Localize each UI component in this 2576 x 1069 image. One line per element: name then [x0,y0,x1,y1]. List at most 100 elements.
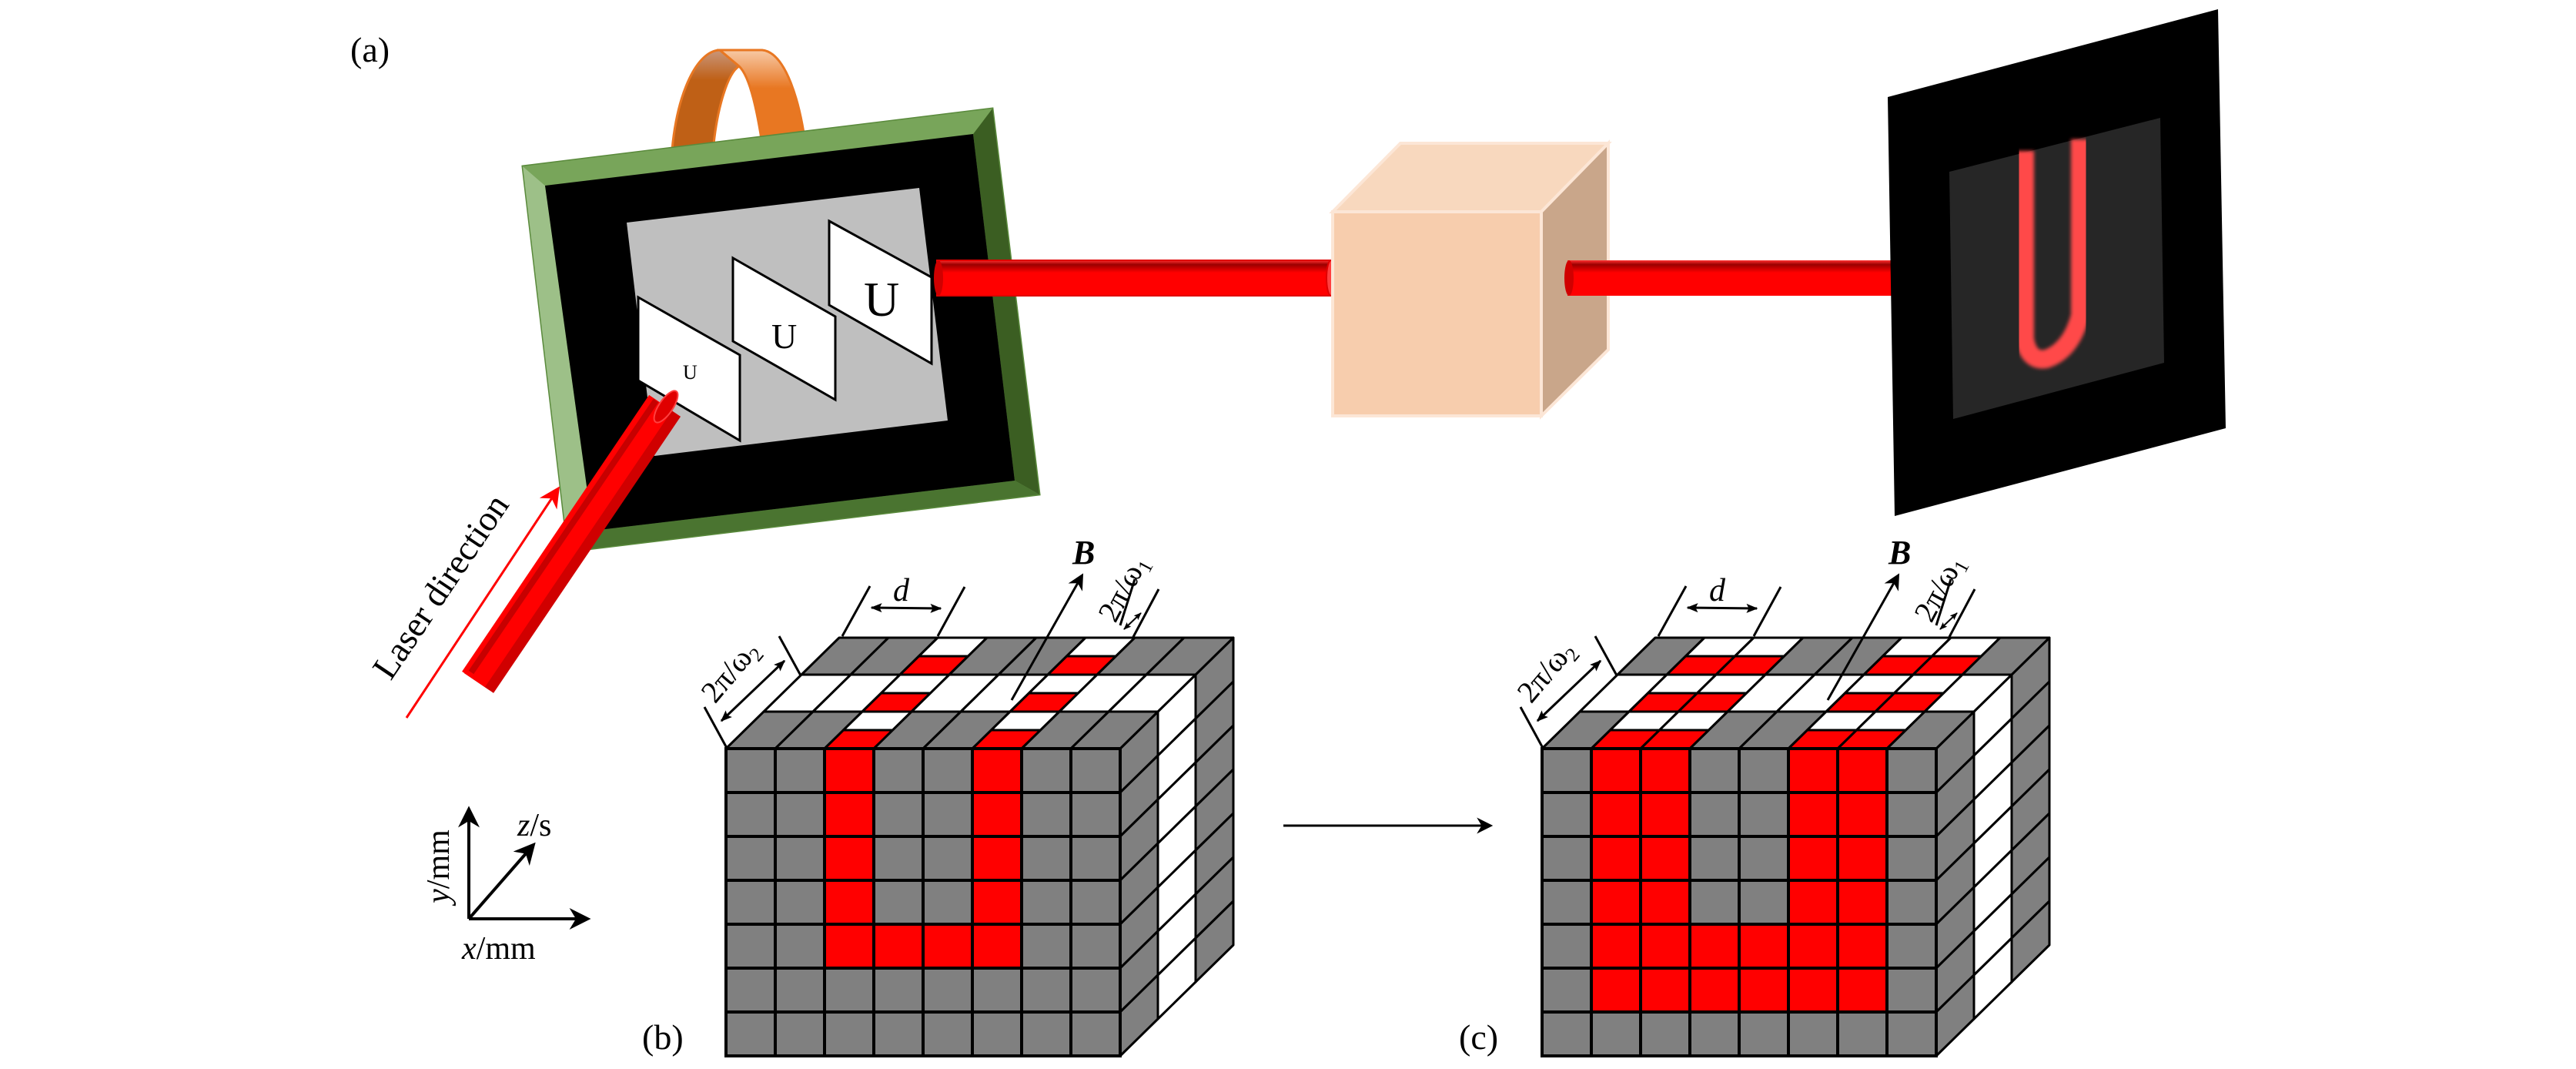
panel-label-a: (a) [350,30,390,69]
voxel-gray [971,1010,1023,1057]
laser-direction-arrow [405,486,560,719]
voxel-gray [1069,923,1122,970]
voxel-red [971,747,1023,794]
voxel-gray [724,923,777,970]
voxel-gray [922,791,974,838]
voxel-gray [1885,967,1938,1014]
x-axis-label: x/mm [461,931,536,967]
voxel-red [1639,835,1691,882]
voxel-gray [1069,747,1122,794]
voxel-gray [1738,879,1790,926]
voxel-gray [1020,879,1072,926]
voxel-gray [1541,879,1593,926]
voxel-gray [872,967,925,1014]
voxel-red [971,791,1023,838]
voxel-gray [1541,791,1593,838]
detection-screen [1888,9,2226,516]
beam-segment-1 [934,260,1337,297]
screen-display [1949,118,2164,419]
voxel-red [1787,791,1839,838]
voxel-gray [1069,791,1122,838]
voxel-red [1738,967,1790,1014]
omega2-dimension-line-front [1519,706,1545,750]
voxel-gray [1069,879,1122,926]
omega2-label: 2π/ω2 [694,633,768,712]
voxel-gray [922,747,974,794]
voxel-red [1688,923,1741,970]
voxel-red [1688,967,1741,1014]
voxel-gray [872,747,925,794]
incoming-laser-beam [462,390,681,693]
voxel-gray [1688,879,1741,926]
voxel-gray [1738,791,1790,838]
omega1-label: 2π/ω1 [1907,549,1974,629]
voxel-red [971,879,1023,926]
omega2-dimension-line-back [778,635,802,676]
omega1-dimension-arrow [1123,612,1142,630]
voxel-gray [724,1010,777,1057]
voxel-red [922,923,974,970]
omega1-dimension-arrow [1939,612,1958,630]
voxel-gray [922,879,974,926]
panel-label-c: (c) [1459,1017,1498,1057]
voxel-gray [774,967,826,1014]
voxel-red [1590,747,1642,794]
voxel-gray [823,967,875,1014]
voxel-red [823,879,875,926]
voxel-gray [1688,747,1741,794]
b-field-label: B [1072,534,1095,571]
voxel-gray [872,1010,925,1057]
pattern-card-1: U [637,295,741,443]
voxel-gray [1688,791,1741,838]
voxel-gray [1836,1010,1889,1057]
voxel-gray [872,835,925,882]
omega2-dimension-line-front [703,706,729,750]
handle-loop [671,49,808,161]
voxel-gray [1020,1010,1072,1057]
voxel-red [1639,879,1691,926]
b-field-arrow [1010,573,1084,701]
voxel-red [1590,791,1642,838]
voxel-gray [1020,923,1072,970]
voxel-gray [774,1010,826,1057]
voxel-gray [1541,835,1593,882]
voxel-gray [1885,747,1938,794]
voxel-gray [1020,747,1072,794]
voxel-red [971,835,1023,882]
voxel-red [971,923,1023,970]
voxel-gray [774,879,826,926]
voxel-gray [1541,923,1593,970]
omega2-dimension-arrow [720,659,786,722]
d-dimension-line-left [1657,585,1688,637]
voxel-gray [1885,1010,1938,1057]
pattern-card-2: U [731,256,837,402]
d-label: d [893,573,910,608]
voxel-gray [872,791,925,838]
voxel-gray [1885,879,1938,926]
voxel-gray [724,747,777,794]
y-axis-label: y/mm [421,829,457,906]
voxel-gray [872,879,925,926]
z-axis-label: z/s [517,808,551,843]
voxel-gray [724,967,777,1014]
crystal-block [1329,139,1612,420]
voxel-gray [1738,747,1790,794]
voxel-red [872,923,925,970]
d-dimension-line-right [936,586,966,637]
voxel-gray [1069,967,1122,1014]
voxel-red [1590,879,1642,926]
voxel-red [823,835,875,882]
voxel-gray [724,879,777,926]
d-label: d [1709,573,1726,608]
voxel-gray [774,747,826,794]
voxel-gray [774,835,826,882]
voxel-gray [1069,835,1122,882]
voxel-red [1787,967,1839,1014]
voxel-red [1836,879,1889,926]
voxel-red [1836,791,1889,838]
voxel-gray [1688,835,1741,882]
voxel-red [1836,967,1889,1014]
voxel-gray [922,1010,974,1057]
voxel-gray [1738,1010,1790,1057]
coordinate-axes: x/mm z/s y/mm [421,806,591,967]
